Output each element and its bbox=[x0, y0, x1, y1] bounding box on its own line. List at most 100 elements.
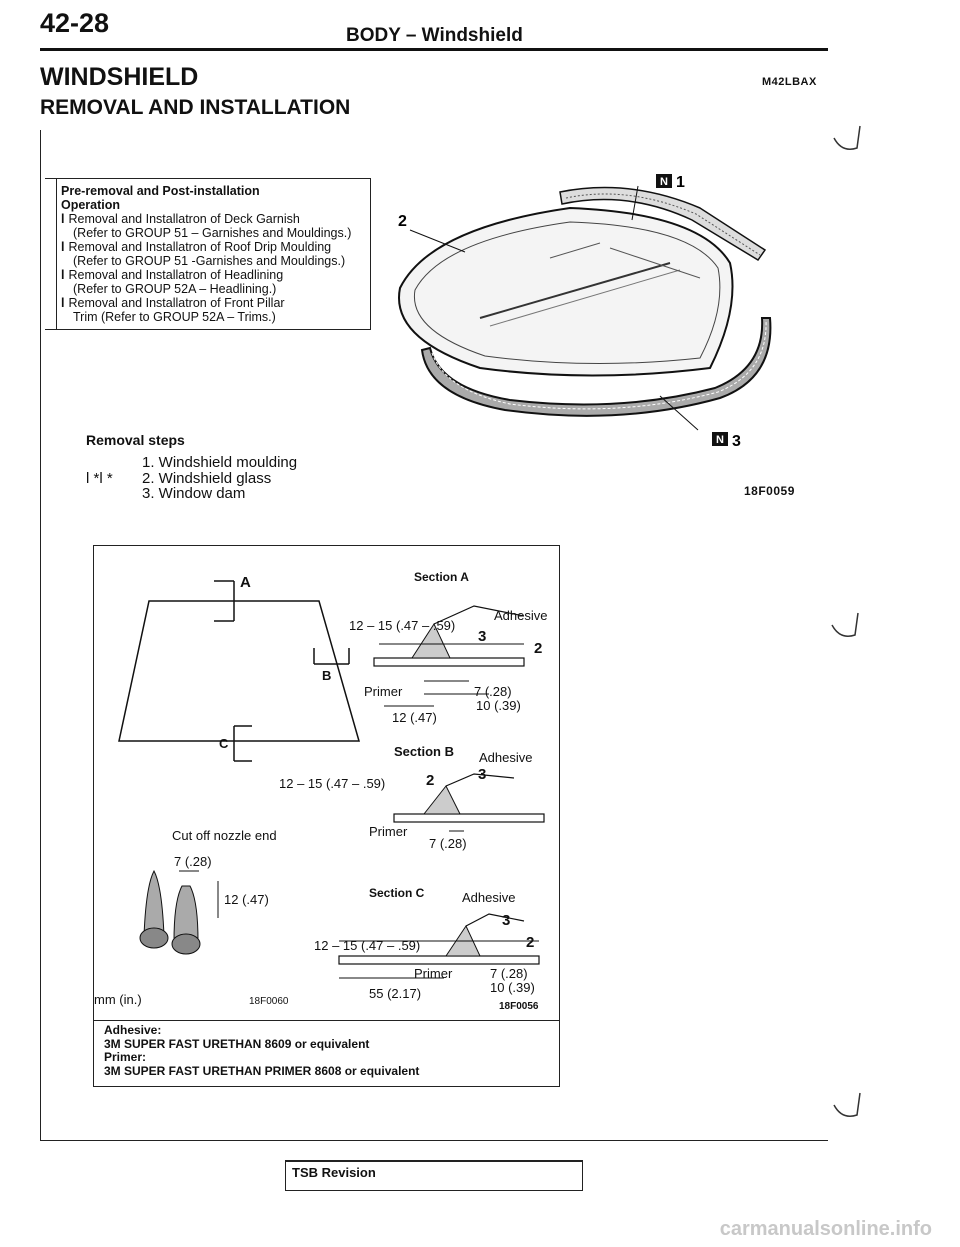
section-b-n3: 3 bbox=[478, 766, 487, 783]
footer-rule bbox=[40, 1140, 828, 1141]
adhesive-label: Adhesive: bbox=[104, 1023, 162, 1037]
section-a-adhesive: Adhesive bbox=[494, 608, 548, 623]
removal-steps-title: Removal steps bbox=[86, 432, 185, 448]
section-c-dim1: 7 (.28) bbox=[490, 966, 528, 981]
prepost-title-line2: Operation bbox=[61, 198, 121, 212]
section-a-range: 12 – 15 (.47 – .59) bbox=[349, 618, 456, 633]
n-badge-icon bbox=[712, 432, 728, 446]
subsection-title: REMOVAL AND INSTALLATION bbox=[40, 96, 351, 119]
prepost-item-ref: (Refer to GROUP 51 -Garnishes and Mouldi… bbox=[73, 254, 346, 268]
nozzle-right bbox=[173, 885, 199, 942]
page-number: 42-28 bbox=[40, 8, 110, 38]
bullet-mark: l bbox=[61, 212, 65, 226]
figure-code-left: 18F0060 bbox=[249, 996, 289, 1007]
section-c-range: 12 – 15 (.47 – .59) bbox=[314, 938, 421, 953]
section-c-primer: Primer bbox=[414, 966, 453, 981]
section-b-primer: Primer bbox=[369, 824, 408, 839]
windshield-glass bbox=[398, 206, 734, 377]
section-c-n2: 2 bbox=[526, 934, 535, 951]
section-a-title: Section A bbox=[414, 570, 469, 584]
prepost-item-ref: (Refer to GROUP 51 – Garnishes and Mould… bbox=[73, 226, 352, 240]
figure-code-right: 18F0056 bbox=[499, 1001, 539, 1012]
section-a-primer: Primer bbox=[364, 684, 403, 699]
prepost-item-ref: (Refer to GROUP 52A – Headlining.) bbox=[73, 282, 277, 296]
box-inner-rule bbox=[56, 179, 57, 329]
section-title: WINDSHIELD bbox=[40, 63, 199, 91]
callout-1: 1 bbox=[676, 174, 685, 191]
section-b-range: 12 – 15 (.47 – .59) bbox=[279, 776, 386, 791]
adhesive-text: 3M SUPER FAST URETHAN 8609 or equivalent bbox=[104, 1036, 370, 1051]
left-margin-rule bbox=[40, 130, 41, 1140]
badge-letter: N bbox=[716, 434, 724, 446]
nozzle-caption: Cut off nozzle end bbox=[172, 828, 277, 843]
removal-step: 3. Window dam bbox=[86, 486, 297, 502]
section-b-dim1: 7 (.28) bbox=[429, 836, 467, 851]
removal-step: l *l * 2. Windshield glass bbox=[86, 469, 297, 487]
prepost-item-text: Removal and Installatron of Headlining bbox=[68, 268, 284, 282]
n-badge-icon bbox=[656, 174, 672, 188]
outline-label-c: C bbox=[219, 736, 229, 751]
sections-figure-box: A B C Section A Adhesive 12 – 15 (.47 – … bbox=[93, 545, 560, 1087]
windshield-outline bbox=[118, 600, 360, 742]
prepost-operation-box: Pre-removal and Post-installation Operat… bbox=[45, 178, 371, 330]
prepost-item-text: Removal and Installatron of Front Pillar bbox=[68, 296, 285, 310]
section-b-dam bbox=[422, 785, 461, 815]
binding-mark bbox=[831, 612, 859, 637]
step-text: 1. Windshield moulding bbox=[142, 454, 298, 471]
nozzle-length: 12 (.47) bbox=[224, 892, 269, 907]
section-a-n3: 3 bbox=[478, 628, 487, 645]
removal-step: 1. Windshield moulding bbox=[86, 455, 297, 471]
section-b-title: Section B bbox=[394, 744, 454, 759]
callout-3: 3 bbox=[732, 433, 741, 450]
section-c-dim2: 10 (.39) bbox=[490, 980, 535, 995]
tsb-revision-label: TSB Revision bbox=[292, 1165, 376, 1180]
nozzle-width: 7 (.28) bbox=[174, 854, 212, 869]
section-c-dim3: 55 (2.17) bbox=[369, 986, 422, 1001]
section-c-adhesive: Adhesive bbox=[462, 890, 516, 905]
section-c-title: Section C bbox=[369, 886, 425, 900]
section-b-body bbox=[393, 813, 545, 823]
nozzle-left bbox=[143, 869, 165, 937]
callout-2: 2 bbox=[398, 213, 407, 230]
prepost-item-text: Removal and Installatron of Roof Drip Mo… bbox=[68, 240, 332, 254]
binding-mark bbox=[833, 125, 861, 150]
section-a-dim1: 7 (.28) bbox=[474, 684, 512, 699]
outline-label-b: B bbox=[322, 668, 332, 683]
step-text: 2. Windshield glass bbox=[142, 469, 272, 487]
sections-drawing bbox=[118, 580, 545, 979]
windshield-exploded-figure: N 1 2 N 3 bbox=[398, 174, 772, 450]
adhesive-notes: Adhesive: 3M SUPER FAST URETHAN 8609 or … bbox=[104, 1023, 554, 1078]
units-label: mm (in.) bbox=[94, 992, 142, 1007]
step-text: 3. Window dam bbox=[142, 485, 246, 502]
prepost-title: Pre-removal and Post-installation bbox=[61, 184, 260, 198]
running-head: BODY – Windshield bbox=[346, 25, 523, 46]
bullet-mark: l bbox=[61, 240, 65, 254]
outline-label-a: A bbox=[240, 574, 251, 591]
document-code: M42LBAX bbox=[762, 76, 817, 88]
tsb-revision-box: TSB Revision bbox=[285, 1160, 583, 1191]
bullet-mark: l bbox=[61, 296, 65, 310]
section-a-body bbox=[373, 657, 525, 667]
removal-steps-list: 1. Windshield moulding l *l * 2. Windshie… bbox=[86, 455, 297, 502]
badge-letter: N bbox=[660, 176, 668, 188]
primer-label: Primer: bbox=[104, 1050, 147, 1064]
bullet-mark: l bbox=[61, 268, 65, 282]
section-a-dim3: 12 (.47) bbox=[392, 710, 437, 725]
binding-mark bbox=[833, 1092, 861, 1117]
section-a-dim2: 10 (.39) bbox=[476, 698, 521, 713]
figure1-code: 18F0059 bbox=[744, 484, 795, 498]
window-dam bbox=[420, 317, 772, 417]
section-b-n2: 2 bbox=[426, 772, 435, 789]
watermark: carmanualsonline.info bbox=[719, 1218, 932, 1240]
notes-rule bbox=[94, 1020, 559, 1021]
prepost-text: Pre-removal and Post-installation Operat… bbox=[61, 184, 376, 324]
prepost-item-ref: Trim (Refer to GROUP 52A – Trims.) bbox=[73, 310, 276, 324]
section-a-n2: 2 bbox=[534, 640, 543, 657]
step-mark: l *l * bbox=[86, 469, 113, 487]
section-a-dam bbox=[411, 622, 451, 659]
prepost-item-text: Removal and Installatron of Deck Garnish bbox=[68, 212, 300, 226]
